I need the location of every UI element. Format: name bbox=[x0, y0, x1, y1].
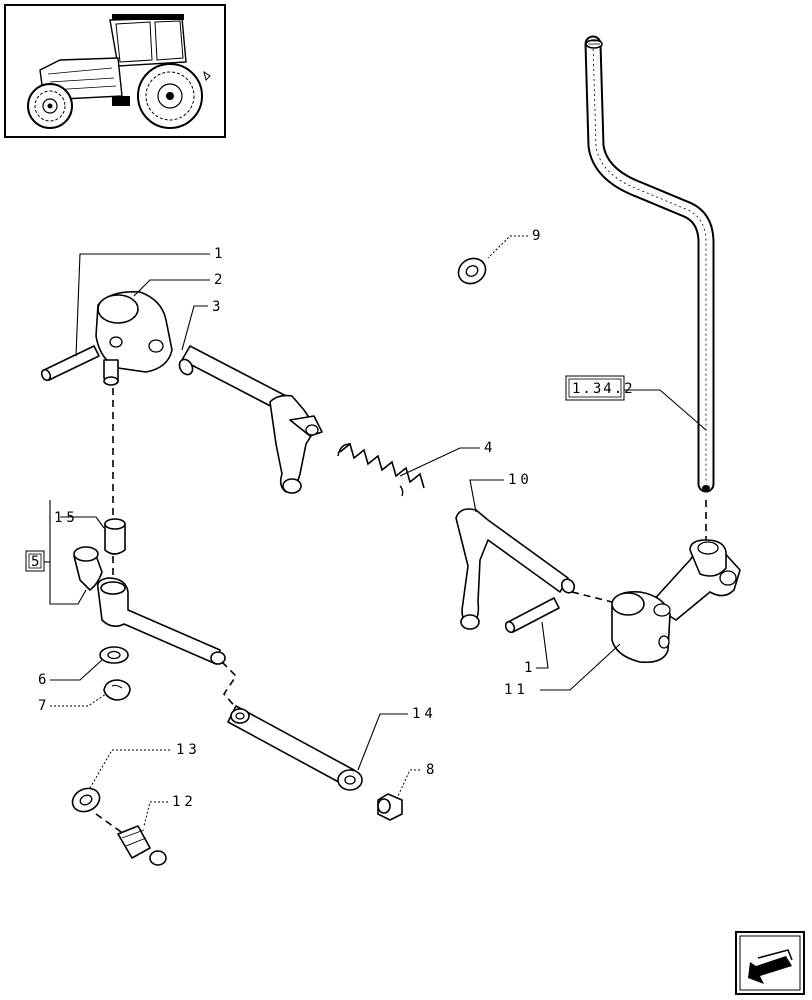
pin-1-left bbox=[40, 345, 100, 382]
callout-7: 7 bbox=[38, 698, 46, 714]
callout-9: 9 bbox=[532, 228, 540, 244]
washer-13 bbox=[71, 787, 101, 813]
link-rod-14 bbox=[227, 705, 363, 791]
reference-box bbox=[565, 375, 625, 401]
bushing-15 bbox=[104, 518, 126, 555]
callout-14: 14 bbox=[412, 706, 437, 722]
callout-1-top: 1 bbox=[214, 246, 222, 262]
callout-1-right: 1 bbox=[524, 660, 532, 676]
ball-stud-12 bbox=[117, 825, 167, 866]
lever-hub-11 bbox=[611, 539, 741, 664]
shaft-3 bbox=[178, 345, 323, 494]
control-rod-1-34-2 bbox=[584, 35, 715, 493]
pin-1-right bbox=[504, 597, 560, 634]
callout-13: 13 bbox=[176, 742, 201, 758]
link-path bbox=[221, 661, 239, 711]
clip-7 bbox=[103, 679, 131, 701]
callout-8: 8 bbox=[426, 762, 434, 778]
axis-13-12 bbox=[95, 813, 125, 835]
spring-4 bbox=[337, 442, 425, 497]
callout-2: 2 bbox=[214, 272, 222, 288]
callout-10: 10 bbox=[508, 472, 533, 488]
callout-12: 12 bbox=[172, 794, 197, 810]
callout-6: 6 bbox=[38, 672, 46, 688]
lever-hub-2 bbox=[95, 290, 173, 386]
callout-11: 11 bbox=[504, 682, 529, 698]
lever-assembly-5 bbox=[73, 546, 226, 665]
callout-3: 3 bbox=[212, 299, 220, 315]
reference-1-34-2[interactable]: 1.34.2 bbox=[572, 381, 635, 397]
callout-labels: 1 2 3 4 9 10 1 11 15 6 7 13 12 14 8 5 1.… bbox=[25, 228, 635, 810]
callout-5-box bbox=[25, 550, 45, 572]
washer-9 bbox=[457, 257, 487, 285]
leader-lines bbox=[44, 235, 707, 827]
next-page-arrow-icon[interactable] bbox=[735, 931, 805, 995]
axis-10-11 bbox=[571, 591, 613, 603]
callout-5: 5 bbox=[31, 554, 39, 570]
washer-6 bbox=[99, 646, 129, 664]
nut-8 bbox=[377, 793, 403, 821]
callout-15: 15 bbox=[54, 510, 79, 526]
lever-shaft-10 bbox=[455, 508, 576, 630]
callout-4: 4 bbox=[484, 440, 492, 456]
tractor-thumbnail-icon bbox=[4, 4, 226, 138]
